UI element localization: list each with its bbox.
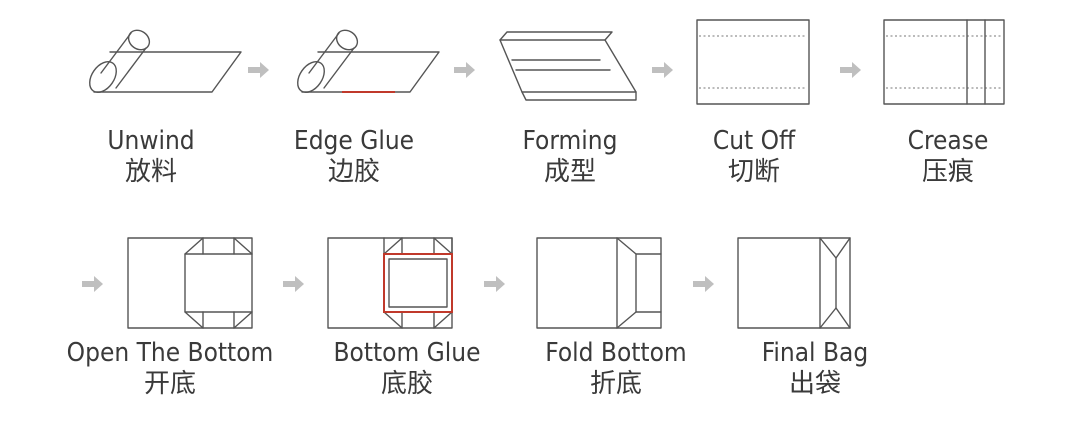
forming-tube-icon [499, 31, 637, 101]
step-edge-glue: Edge Glue 边胶 [294, 126, 414, 188]
step-label-en: Forming [522, 126, 618, 156]
crease-sheet-icon [883, 19, 1005, 105]
step-label-zh: 折底 [589, 369, 642, 399]
step-forming: Forming 成型 [523, 126, 618, 188]
step-label-en: Cut Off [712, 126, 796, 156]
bottom-glue-icon [327, 237, 453, 329]
step-label-en: Final Bag [761, 338, 869, 368]
cut-off-sheet-icon [696, 19, 810, 105]
step-label-zh: 成型 [543, 157, 596, 187]
arrow-icon [283, 276, 304, 292]
arrow-icon [840, 62, 861, 78]
step-label-zh: 边胶 [327, 157, 381, 187]
arrow-icon [652, 62, 673, 78]
step-label-zh: 开底 [143, 369, 197, 399]
open-bottom-icon [127, 237, 253, 329]
final-bag-icon [737, 237, 851, 329]
step-label-zh: 压痕 [921, 157, 975, 187]
step-fold-bottom: Fold Bottom 折底 [545, 338, 686, 400]
arrow-icon [693, 276, 714, 292]
step-label-zh: 底胶 [380, 369, 433, 399]
step-crease: Crease 压痕 [908, 126, 989, 188]
step-label-zh: 放料 [124, 157, 177, 187]
step-unwind: Unwind 放料 [107, 126, 194, 188]
step-cut-off: Cut Off 切断 [713, 126, 795, 188]
step-label-en: Edge Glue [293, 126, 415, 156]
step-label-en: Crease [907, 126, 989, 156]
step-label-zh: 出袋 [788, 369, 842, 399]
arrow-icon [454, 62, 475, 78]
step-bottom-glue: Bottom Glue 底胶 [333, 338, 480, 400]
step-label-en: Unwind [107, 126, 195, 156]
arrow-icon [484, 276, 505, 292]
edge-glue-roll-icon [297, 29, 440, 93]
bottom-glue-outline [383, 253, 453, 313]
step-final-bag: Final Bag 出袋 [762, 338, 868, 400]
step-label-en: Fold Bottom [545, 338, 687, 368]
fold-bottom-icon [536, 237, 662, 329]
unwind-roll-icon [89, 29, 242, 93]
step-label-zh: 切断 [727, 157, 780, 187]
arrow-icon [82, 276, 103, 292]
step-label-en: Open The Bottom [66, 338, 274, 368]
step-open-the-bottom: Open The Bottom 开底 [67, 338, 274, 400]
step-label-en: Bottom Glue [333, 338, 481, 368]
arrow-icon [248, 62, 269, 78]
